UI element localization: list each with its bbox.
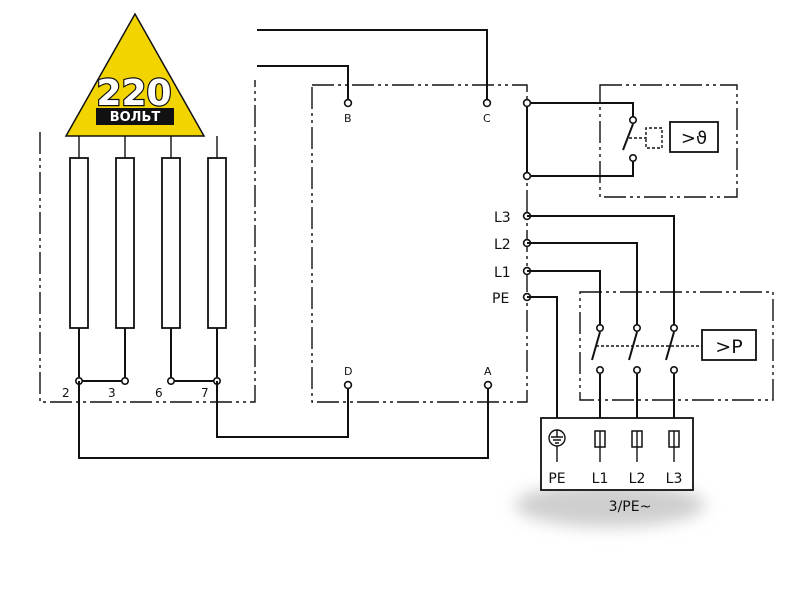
fuse-l3 — [668, 430, 680, 462]
terminal-c — [482, 98, 492, 108]
pressure-sensor — [701, 329, 757, 361]
wire-7-to-d — [216, 381, 349, 438]
supply-caption: 3/PE~ — [609, 499, 652, 515]
line-label-l1: L1 — [494, 265, 511, 281]
terminal-label-b: B — [344, 112, 352, 125]
heating-elements — [69, 136, 227, 385]
heating-element-1 — [69, 157, 89, 329]
supply-label-l2: L2 — [629, 471, 646, 487]
fuse-l1 — [594, 430, 606, 462]
wire-l1 — [527, 270, 601, 327]
pin-label-2: 2 — [62, 386, 70, 400]
supply-block: PE L1 L2 L3 — [540, 417, 694, 491]
wire-to-b — [257, 65, 349, 103]
earth-icon — [548, 429, 566, 462]
line-terminals: L3 L2 L1 PE — [492, 98, 634, 307]
wire-to-c — [257, 29, 488, 103]
heating-element-3 — [161, 157, 181, 329]
terminal-a — [483, 380, 493, 390]
pin-label-6: 6 — [155, 386, 163, 400]
heating-element-2 — [115, 157, 135, 329]
terminal-label-d: D — [344, 365, 352, 378]
supply-label-l1: L1 — [592, 471, 609, 487]
heater-pin-labels: 2 3 6 7 — [62, 386, 209, 400]
supply-shadow — [515, 483, 705, 527]
supply-label-pe: PE — [548, 471, 565, 487]
wire-l3 — [527, 215, 675, 327]
pressure-symbol: >P — [715, 336, 742, 358]
wire-pe — [527, 296, 558, 418]
thermostat-symbol: >ϑ — [681, 128, 707, 149]
supply-label-l3: L3 — [666, 471, 683, 487]
terminal-b — [343, 98, 353, 108]
logo-number: 220 — [96, 73, 171, 114]
line-label-pe: PE — [492, 291, 509, 307]
heating-element-4 — [207, 157, 227, 329]
terminal-label-c: C — [483, 112, 491, 125]
terminal-d — [343, 380, 353, 390]
heater-box — [39, 80, 256, 403]
wire-l2 — [527, 242, 638, 327]
logo-word-bar — [96, 108, 174, 125]
logo-word: ВОЛЬТ — [110, 110, 161, 125]
control-box-terminals: B C D A — [343, 98, 493, 390]
fuse-l2 — [631, 430, 643, 462]
pin-label-7: 7 — [201, 386, 209, 400]
pin-label-3: 3 — [108, 386, 116, 400]
pressure-switch-box: >P — [579, 291, 774, 401]
logo: 220 ВОЛЬТ — [64, 12, 206, 137]
wire-2-to-a — [78, 381, 489, 459]
thermostat-box: >ϑ — [599, 84, 738, 198]
thermostat-sensor — [669, 121, 719, 153]
terminal-label-a: A — [484, 365, 492, 378]
line-label-l2: L2 — [494, 237, 511, 253]
line-label-l3: L3 — [494, 210, 511, 226]
